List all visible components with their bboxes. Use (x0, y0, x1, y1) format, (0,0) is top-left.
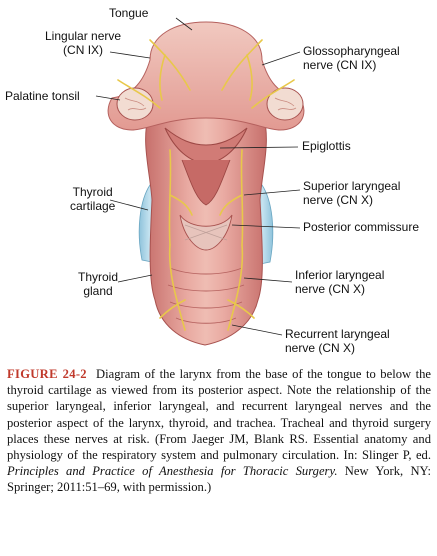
leader-lines (95, 17, 301, 336)
label-superior-laryngeal-nerve: Superior laryngeal nerve (CN X) (303, 179, 401, 207)
label-palatine-tonsil: Palatine tonsil (5, 89, 80, 103)
palatine-tonsil-left (116, 87, 154, 121)
label-inferior-laryngeal-nerve: Inferior laryngeal nerve (CN X) (295, 268, 385, 296)
caption-book-title: Principles and Practice of Anesthesia fo… (7, 464, 338, 479)
epiglottis (164, 127, 248, 165)
palatine-tonsil-right (266, 87, 304, 121)
label-glossopharyngeal-nerve: Glossopharyngeal nerve (CN IX) (303, 44, 400, 72)
label-epiglottis: Epiglottis (302, 139, 351, 153)
tongue (107, 21, 305, 131)
larynx-illustration (95, 17, 305, 346)
larynx-figure: Tongue Lingular nerve (CN IX) Glossophar… (5, 6, 420, 355)
label-posterior-commissure: Posterior commissure (303, 220, 420, 234)
label-lingular-nerve: Lingular nerve (CN IX) (45, 29, 122, 57)
label-thyroid-gland: Thyroid gland (78, 270, 119, 298)
lingual-nerve-right (221, 39, 263, 91)
figure-number: FIGURE 24-2 (7, 367, 87, 381)
label-thyroid-cartilage: Thyroid cartilage (70, 185, 116, 213)
inferior-laryngeal-right (227, 244, 244, 331)
glossopharyngeal-left (117, 79, 161, 109)
glossopharyngeal-right (251, 79, 295, 109)
figure-caption: FIGURE 24-2 Diagram of the larynx from t… (7, 366, 431, 496)
nerves (117, 39, 295, 331)
label-recurrent-laryngeal-nerve: Recurrent laryngeal nerve (CN X) (285, 327, 390, 355)
lingual-nerve-left (149, 39, 191, 91)
inferior-laryngeal-left (168, 244, 186, 331)
caption-text: Diagram of the larynx from the base of t… (7, 367, 432, 463)
label-tongue: Tongue (109, 6, 149, 20)
caption-citation: New York, NY: Springer; 2011:51–69, with… (7, 464, 431, 495)
